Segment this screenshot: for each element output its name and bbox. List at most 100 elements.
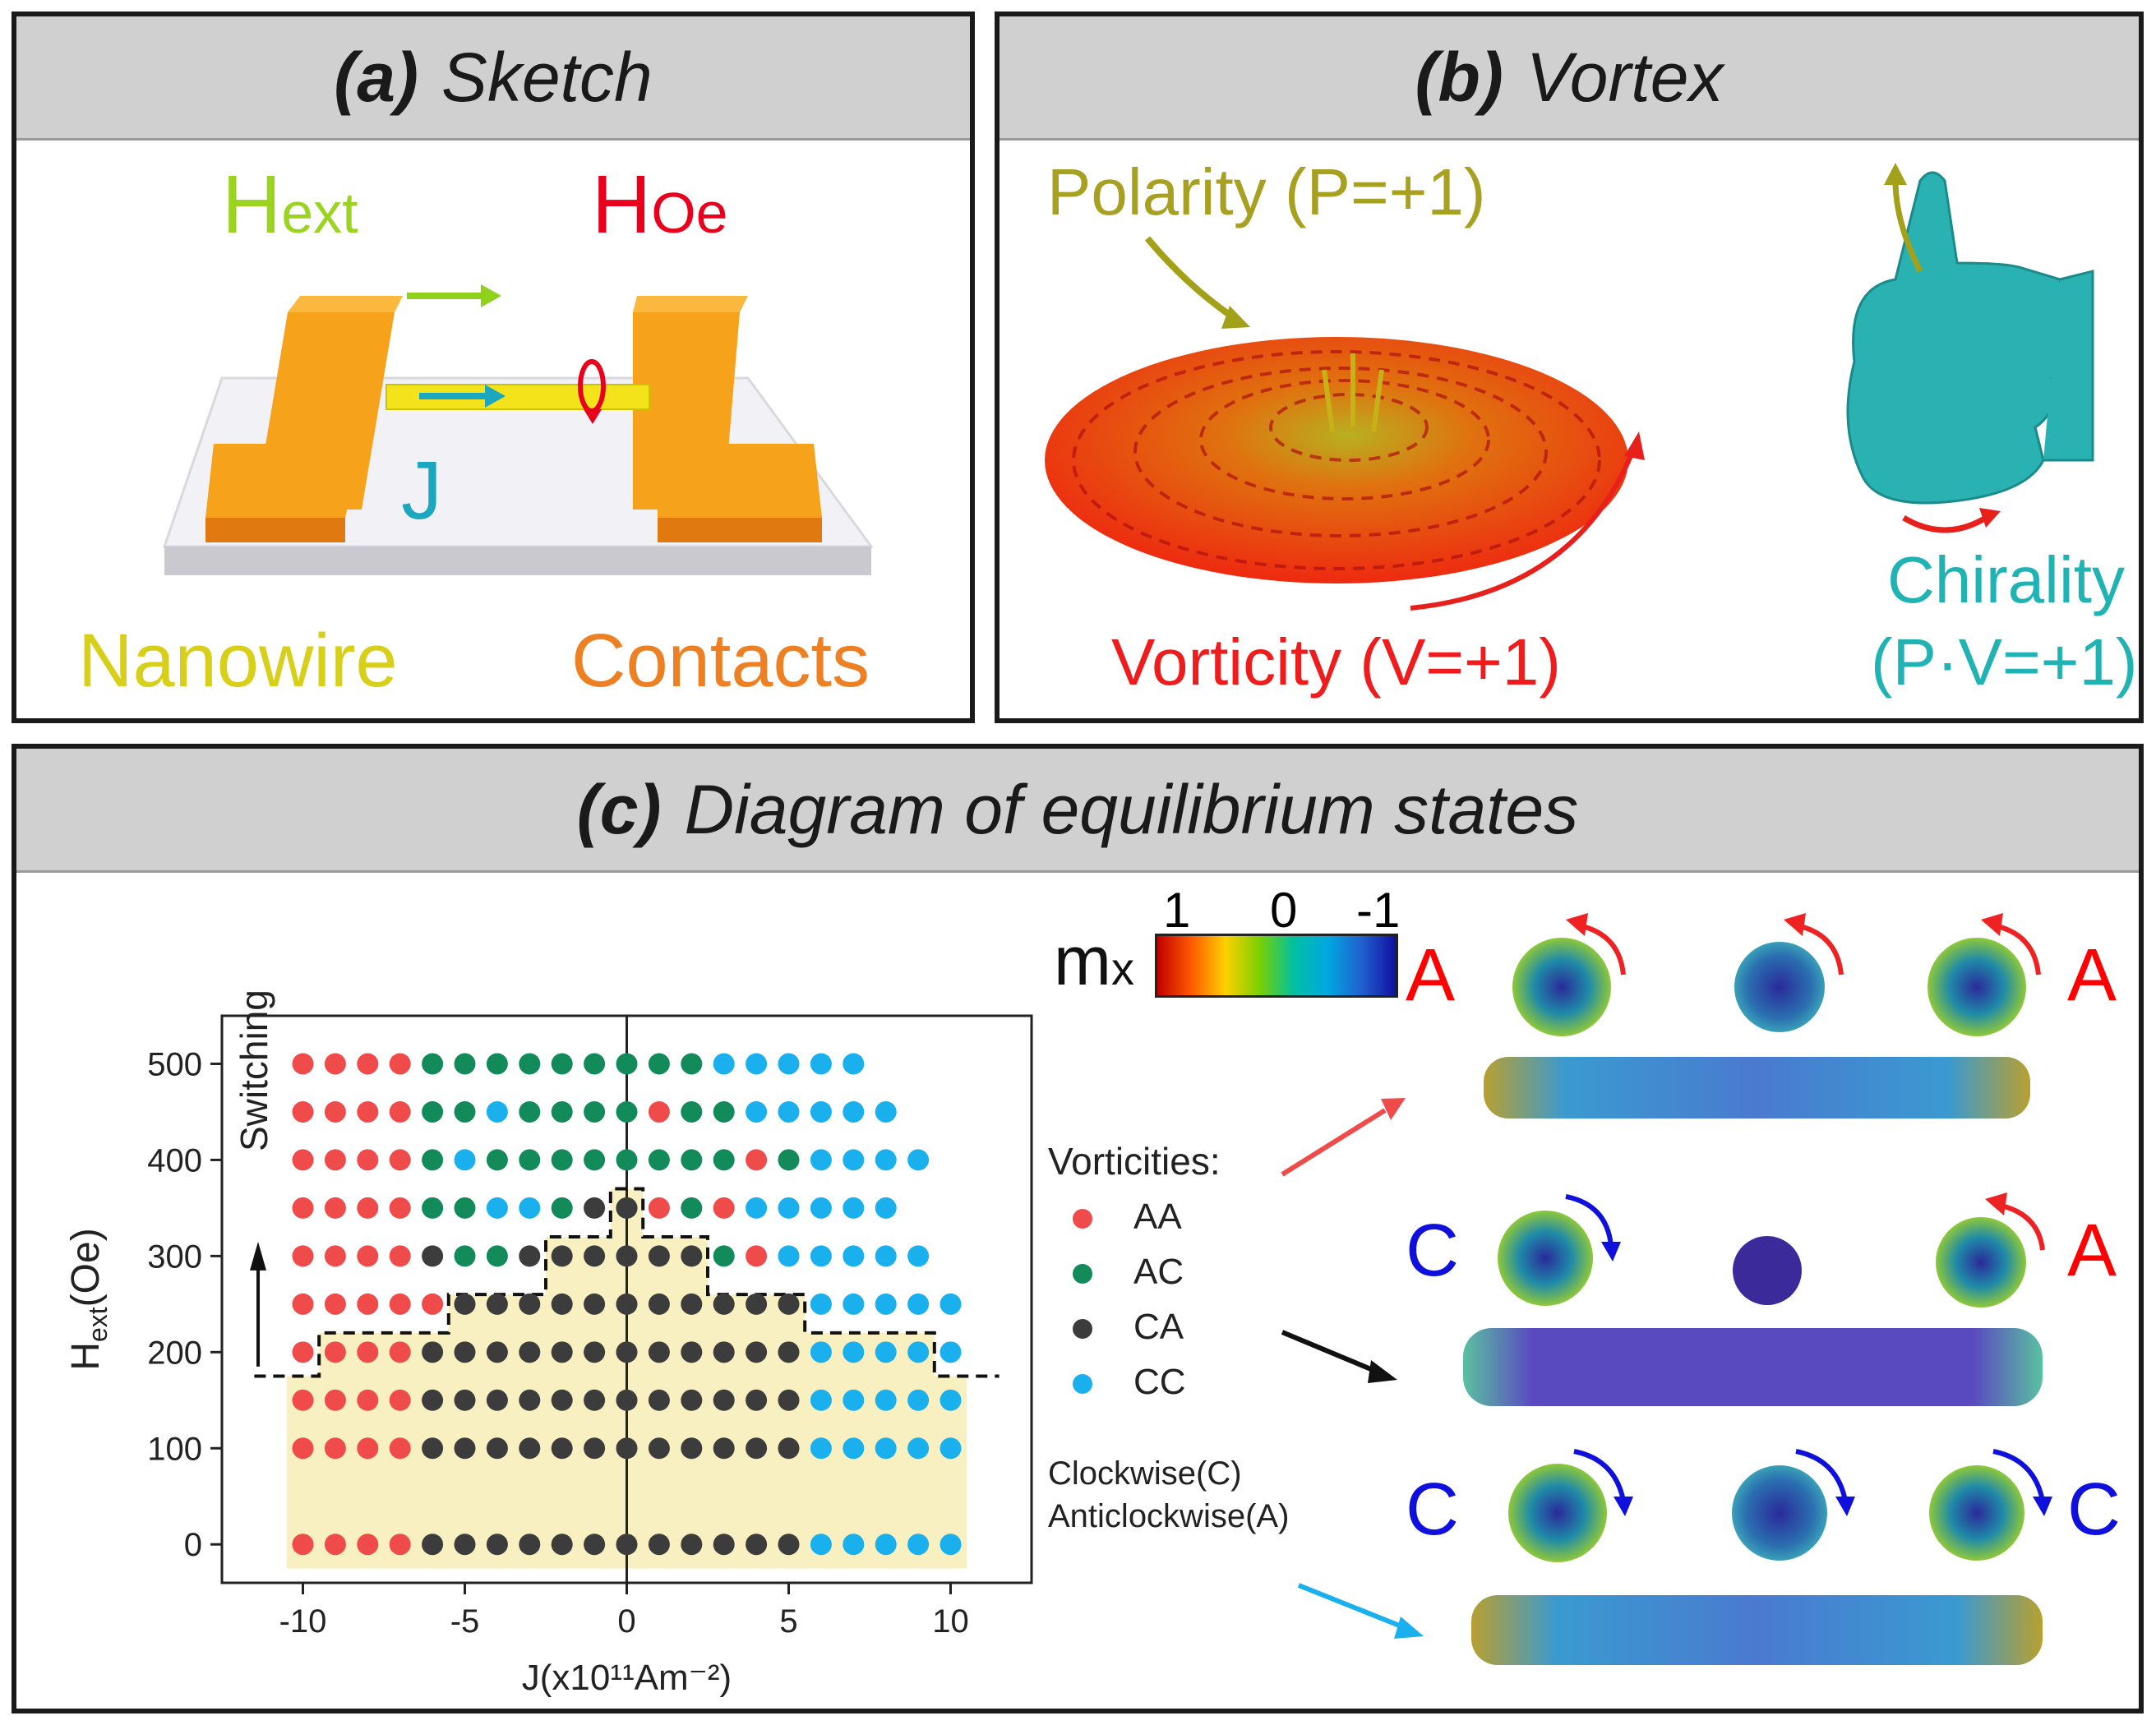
pointer-arrow-aa-head: [1381, 1098, 1406, 1120]
data-point-ca: [551, 1293, 573, 1315]
nanowire-label: Nanowire: [78, 619, 398, 703]
data-point-aa: [648, 1100, 670, 1123]
data-point-aa: [324, 1293, 346, 1315]
hext-main: H: [222, 159, 282, 251]
hoe-sub: Oe: [651, 181, 728, 245]
data-point-ca: [681, 1341, 703, 1363]
legend-label-ac: AC: [1133, 1252, 1184, 1292]
rot-arrow-3a: [1573, 1449, 1626, 1501]
data-point-ca: [746, 1293, 768, 1315]
data-point-ac: [648, 1053, 670, 1075]
data-point-ac: [713, 1100, 735, 1123]
data-point-aa: [389, 1293, 411, 1315]
colorbar-tick-1: 1: [1163, 883, 1191, 938]
data-point-ac: [551, 1053, 573, 1075]
x-tick-label: 5: [779, 1603, 797, 1640]
row1-right-letter: A: [2067, 934, 2117, 1017]
data-point-ca: [486, 1534, 508, 1556]
data-point-ac: [681, 1197, 703, 1219]
data-point-cc: [875, 1197, 897, 1219]
data-point-ac: [422, 1053, 444, 1075]
swirl-3-right: [1929, 1465, 2024, 1561]
legend-dot-aa: [1073, 1209, 1092, 1229]
y-tick-label: 300: [147, 1238, 202, 1275]
panel-c-header: (c) Diagram of equilibrium states: [16, 749, 2139, 873]
legend-item-ca: CA: [1073, 1307, 1184, 1348]
data-point-ac: [681, 1053, 703, 1075]
data-point-aa: [713, 1197, 735, 1219]
data-point-cc: [810, 1534, 832, 1556]
data-point-cc: [875, 1245, 897, 1267]
data-point-cc: [875, 1437, 897, 1460]
y-tick-label: 100: [147, 1431, 202, 1467]
data-point-ac: [584, 1100, 606, 1123]
rot-arrow-3b-head: [1835, 1497, 1855, 1516]
data-point-cc: [939, 1437, 962, 1460]
legend-item-ac: AC: [1073, 1252, 1184, 1293]
data-point-ca: [648, 1341, 670, 1363]
data-point-cc: [843, 1293, 865, 1315]
y-tick-label: 200: [147, 1335, 202, 1371]
data-point-ac: [486, 1149, 508, 1171]
data-point-ca: [584, 1197, 606, 1219]
data-point-ca: [454, 1389, 476, 1411]
row2-left-letter: C: [1406, 1210, 1459, 1292]
data-point-ca: [486, 1389, 508, 1411]
data-point-aa: [324, 1197, 346, 1219]
data-point-ac: [616, 1100, 638, 1123]
data-point-aa: [357, 1293, 379, 1315]
row1-left-letter: A: [1406, 934, 1456, 1017]
data-point-ca: [648, 1534, 670, 1556]
right-contact-top: [633, 296, 748, 312]
data-point-ca: [648, 1389, 670, 1411]
vortex-rings: [1072, 350, 1601, 570]
legend-label-cc: CC: [1133, 1362, 1186, 1402]
data-point-ca: [616, 1389, 638, 1411]
data-point-ca: [746, 1534, 768, 1556]
data-point-ca: [422, 1245, 444, 1267]
data-point-cc: [843, 1245, 865, 1267]
data-point-cc: [486, 1100, 508, 1123]
data-point-cc: [875, 1341, 897, 1363]
legend-note-clockwise: Clockwise(C): [1048, 1455, 1242, 1492]
data-point-cc: [875, 1534, 897, 1556]
data-point-ac: [584, 1149, 606, 1171]
data-point-ac: [454, 1245, 476, 1267]
swirl-1-mid: [1734, 942, 1825, 1032]
mx-label: mx: [1054, 921, 1134, 1001]
data-point-ca: [584, 1534, 606, 1556]
data-point-ca: [616, 1293, 638, 1315]
swirl-2-mid: [1733, 1236, 1802, 1305]
data-point-cc: [907, 1437, 930, 1460]
data-point-aa: [389, 1100, 411, 1123]
data-point-ac: [616, 1149, 638, 1171]
data-point-ca: [519, 1389, 541, 1411]
data-point-ca: [746, 1389, 768, 1411]
data-point-cc: [810, 1197, 832, 1219]
swirl-3-left: [1508, 1464, 1607, 1562]
polarity-label: Polarity (P=+1): [1047, 155, 1486, 228]
data-point-ca: [584, 1293, 606, 1315]
swirl-1-left: [1512, 938, 1611, 1036]
swirl-1-right: [1927, 938, 2026, 1036]
data-point-ca: [746, 1341, 768, 1363]
row3-right-letter: C: [2067, 1469, 2121, 1551]
data-point-aa: [324, 1100, 346, 1123]
data-point-ca: [584, 1437, 606, 1460]
x-tick-label: -5: [450, 1603, 480, 1640]
j-label: J: [401, 445, 442, 537]
data-point-ac: [454, 1053, 476, 1075]
data-point-aa: [357, 1341, 379, 1363]
pointer-arrow-cc-head: [1394, 1617, 1424, 1639]
data-point-ca: [551, 1389, 573, 1411]
data-point-aa: [357, 1100, 379, 1123]
rot-arrow-3a-head: [1614, 1497, 1633, 1516]
mx-colorbar: [1155, 934, 1398, 998]
wire-2: [1463, 1328, 2043, 1406]
data-point-aa: [357, 1389, 379, 1411]
data-point-ac: [519, 1149, 541, 1171]
data-point-cc: [454, 1149, 476, 1171]
substrate-edge: [164, 547, 871, 575]
